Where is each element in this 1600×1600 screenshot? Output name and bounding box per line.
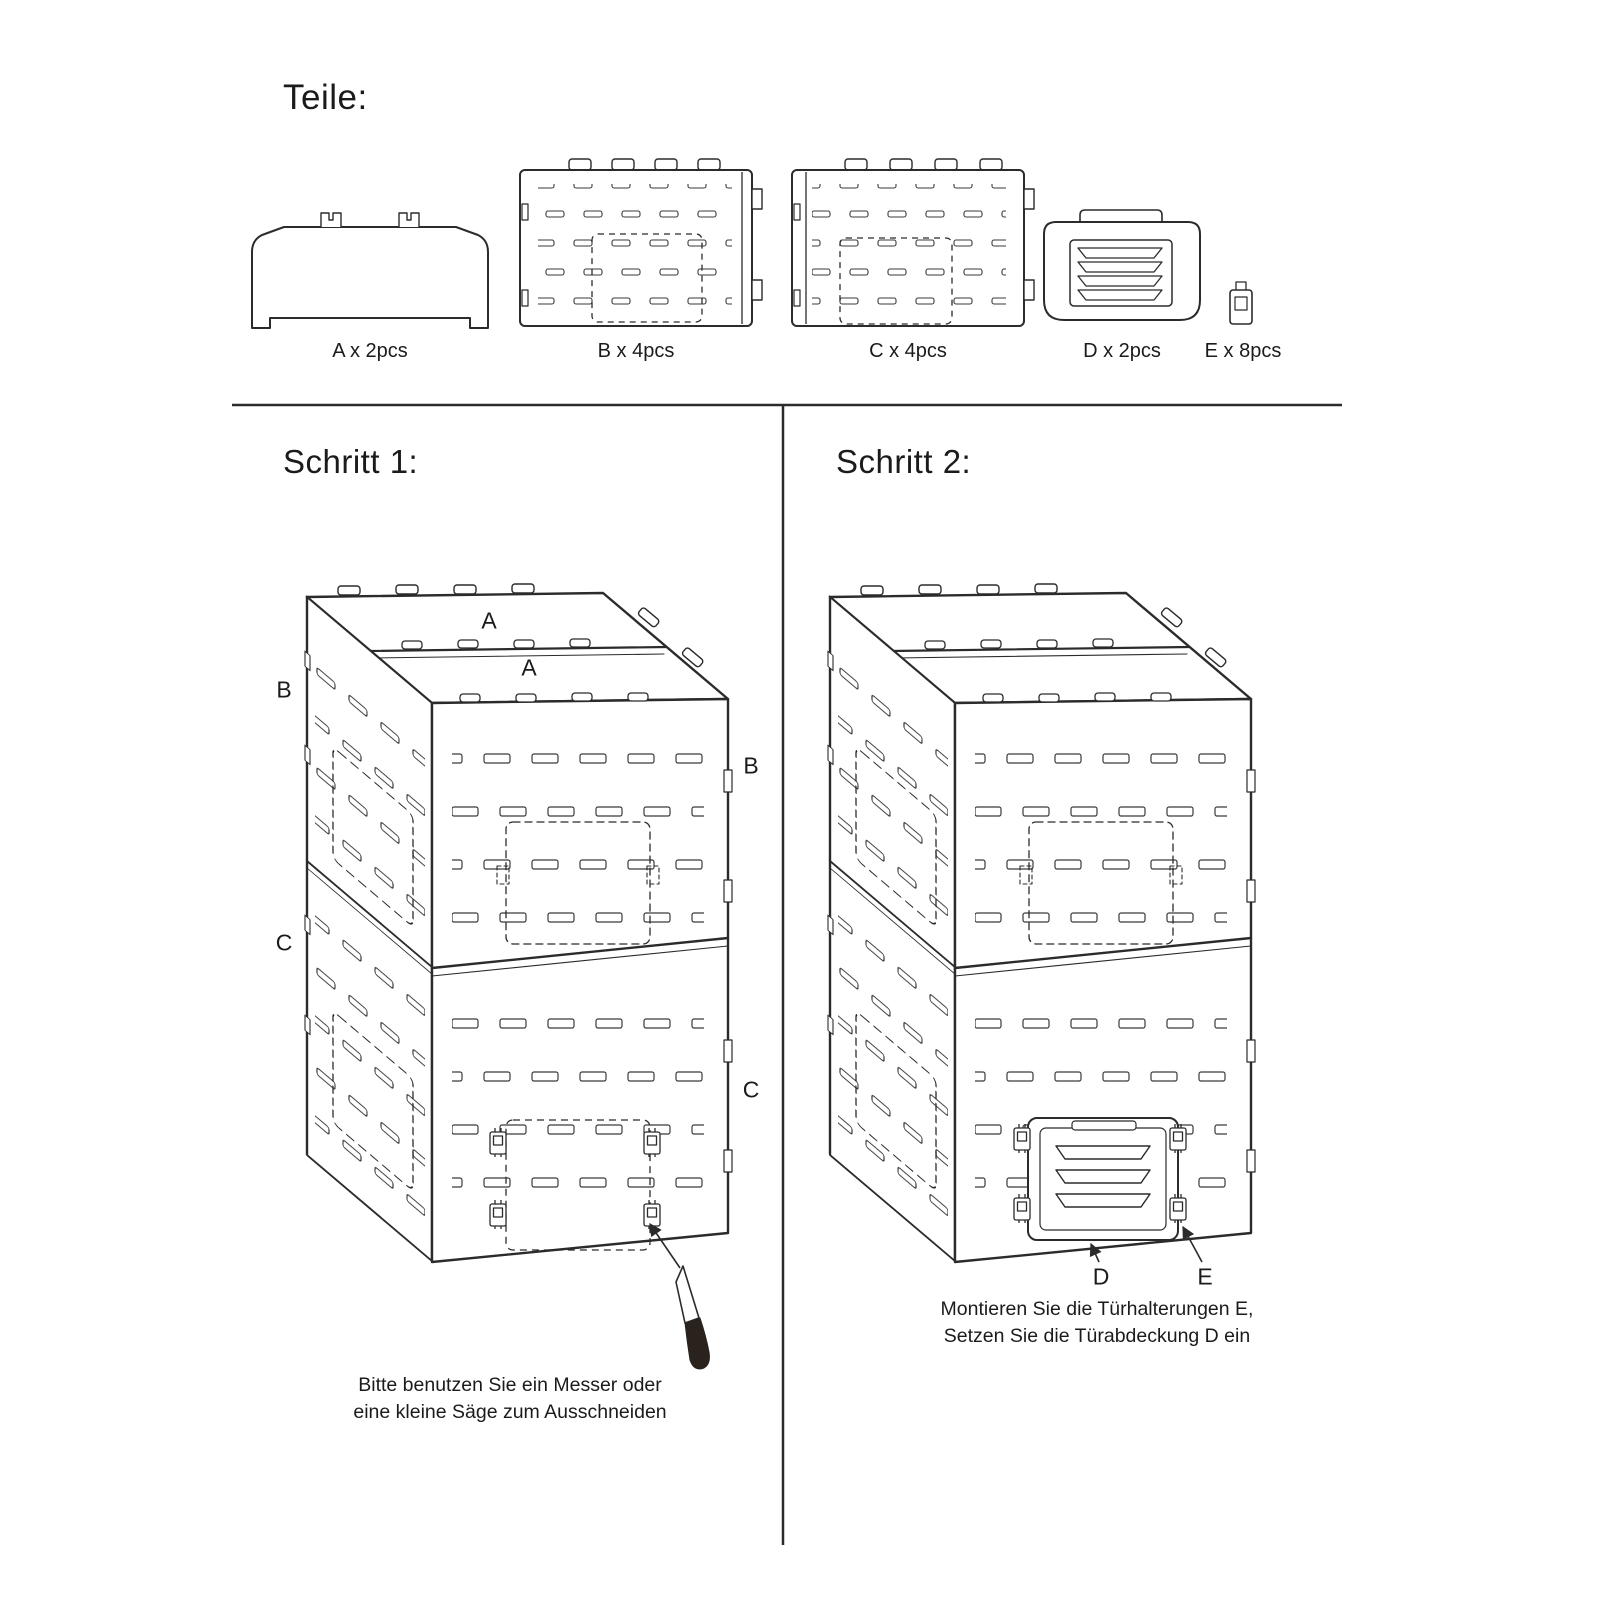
step2-figure: [826, 582, 1257, 1264]
part-label-b: B x 4pcs: [597, 340, 675, 362]
part-label-a: A x 2pcs: [332, 340, 408, 362]
part-e-drawing: [1229, 281, 1253, 325]
callout-step1-a-top: A: [481, 607, 497, 634]
part-c-drawing: [791, 158, 1035, 327]
callout-step1-a-front: A: [521, 654, 537, 681]
part-label-d: D x 2pcs: [1083, 340, 1161, 362]
step1-heading: Schritt 1:: [283, 443, 419, 480]
part-b-drawing: [519, 158, 763, 327]
note-line: eine kleine Säge zum Ausschneiden: [353, 1400, 667, 1423]
part-label-e: E x 8pcs: [1204, 340, 1282, 362]
part-d-drawing: [1043, 209, 1201, 321]
callout-step1-c-right: C: [742, 1076, 760, 1103]
callout-step1-b-right: B: [743, 752, 759, 779]
part-a-drawing: [251, 212, 489, 329]
callout-step1-b-left: B: [276, 676, 292, 703]
step2-note: Montieren Sie die Türhalterungen E, Setz…: [941, 1296, 1254, 1349]
callout-step2-d: D: [1092, 1263, 1110, 1290]
note-line: Bitte benutzen Sie ein Messer oder: [358, 1374, 662, 1396]
step1-note: Bitte benutzen Sie ein Messer oder eine …: [353, 1372, 666, 1425]
utility-knife-icon: [675, 1265, 710, 1370]
callout-step2-e: E: [1197, 1263, 1213, 1290]
parts-title: Teile:: [283, 78, 368, 117]
part-label-c: C x 4pcs: [869, 340, 947, 362]
note-line: Montieren Sie die Türhalterungen E,: [940, 1298, 1254, 1320]
step2-heading: Schritt 2:: [836, 443, 972, 480]
note-line: Setzen Sie die Türabdeckung D ein: [943, 1324, 1251, 1347]
section-dividers: [232, 403, 1342, 1545]
step1-figure: [303, 582, 734, 1370]
callout-step1-c-left: C: [275, 929, 293, 956]
